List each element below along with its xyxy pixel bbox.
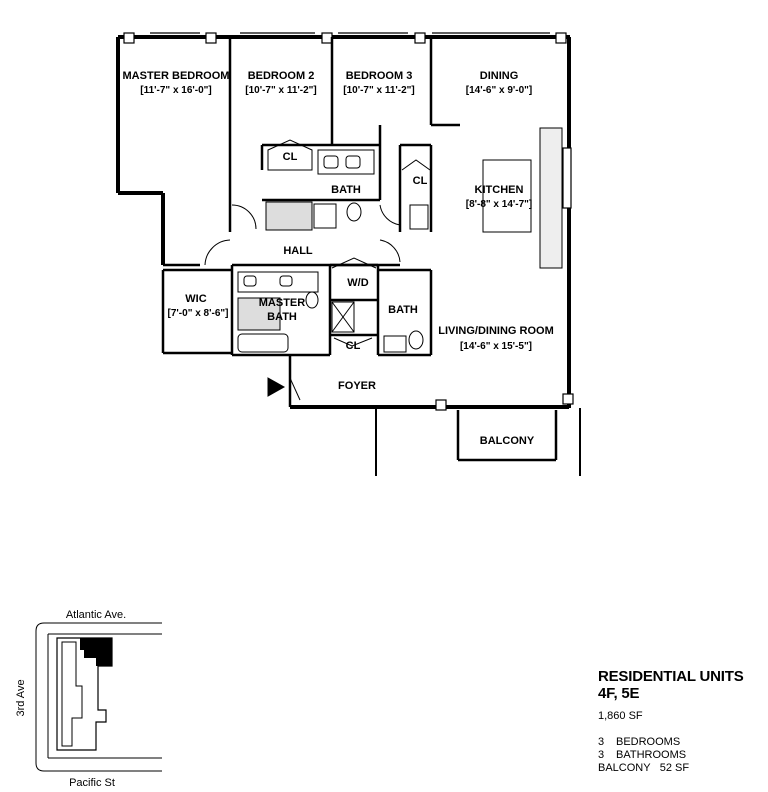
balcony-area: 52 SF (659, 762, 690, 774)
balcony-row: BALCONY 52 SF (598, 762, 758, 775)
street-north: Atlantic Ave. (66, 609, 126, 621)
key-plan: Atlantic Ave. Pacific St 3rd Ave (15, 609, 162, 789)
bedroom3-dims: [10'-7" x 11'-2"] (343, 85, 415, 96)
street-south: Pacific St (69, 777, 115, 789)
wic-dims: [7'-0" x 8'-6"] (168, 308, 229, 319)
balcony-label-info: BALCONY (598, 762, 651, 774)
washer-dryer-label: W/D (347, 277, 368, 289)
lower-walls (375, 408, 581, 476)
dining-label: DINING (480, 70, 519, 82)
unit-title-line2: 4F, 5E (598, 685, 640, 702)
exterior-walls (116, 35, 571, 409)
balcony-outline (456, 410, 558, 462)
kitchen-label: KITCHEN (475, 184, 524, 196)
kitchen-dims: [8'-8" x 14'-7"] (466, 199, 532, 210)
wic-label: WIC (185, 293, 206, 305)
bathrooms-label: BATHROOMS (616, 749, 687, 761)
bedroom2-label: BEDROOM 2 (248, 70, 315, 82)
bedrooms-label: BEDROOMS (616, 736, 681, 748)
fixtures (204, 127, 563, 401)
bedroom3-label: BEDROOM 3 (346, 70, 413, 82)
closet-label-right: CL (413, 175, 428, 187)
street-west: 3rd Ave (15, 679, 27, 716)
bath-top-label: BATH (331, 184, 361, 196)
closet-label-top: CL (283, 151, 298, 163)
interior-walls (161, 37, 460, 407)
bedrooms-count: 3 (598, 736, 605, 748)
balcony-label: BALCONY (480, 435, 535, 447)
closet-label-bottom: CL (346, 340, 361, 352)
bath-right-label: BATH (388, 304, 418, 316)
dining-dims: [14'-6" x 9'-0"] (466, 85, 532, 96)
bedroom2-dims: [10'-7" x 11'-2"] (245, 85, 317, 96)
master-bedroom-label: MASTER BEDROOM (123, 70, 230, 82)
living-label: LIVING/DINING ROOM (438, 325, 554, 337)
unit-area: 1,860 SF (598, 710, 643, 722)
unit-title-line1: RESIDENTIAL UNITS (598, 668, 744, 685)
foyer-label: FOYER (338, 380, 376, 392)
bathrooms-count: 3 (598, 749, 605, 761)
master-bedroom-dims: [11'-7" x 16'-0"] (140, 85, 212, 96)
master-bath-label-1: MASTER (259, 297, 306, 309)
windows (123, 32, 574, 411)
unit-location-highlight (80, 638, 112, 666)
hall-label: HALL (283, 245, 313, 257)
unit-info: RESIDENTIAL UNITS 4F, 5E 1,860 SF 3 BEDRO… (598, 668, 758, 775)
master-bath-label-2: BATH (267, 311, 297, 323)
bathrooms-row: 3 BATHROOMS (598, 749, 758, 762)
living-dims: [14'-6" x 15'-5"] (460, 341, 532, 352)
bedrooms-row: 3 BEDROOMS (598, 736, 758, 749)
